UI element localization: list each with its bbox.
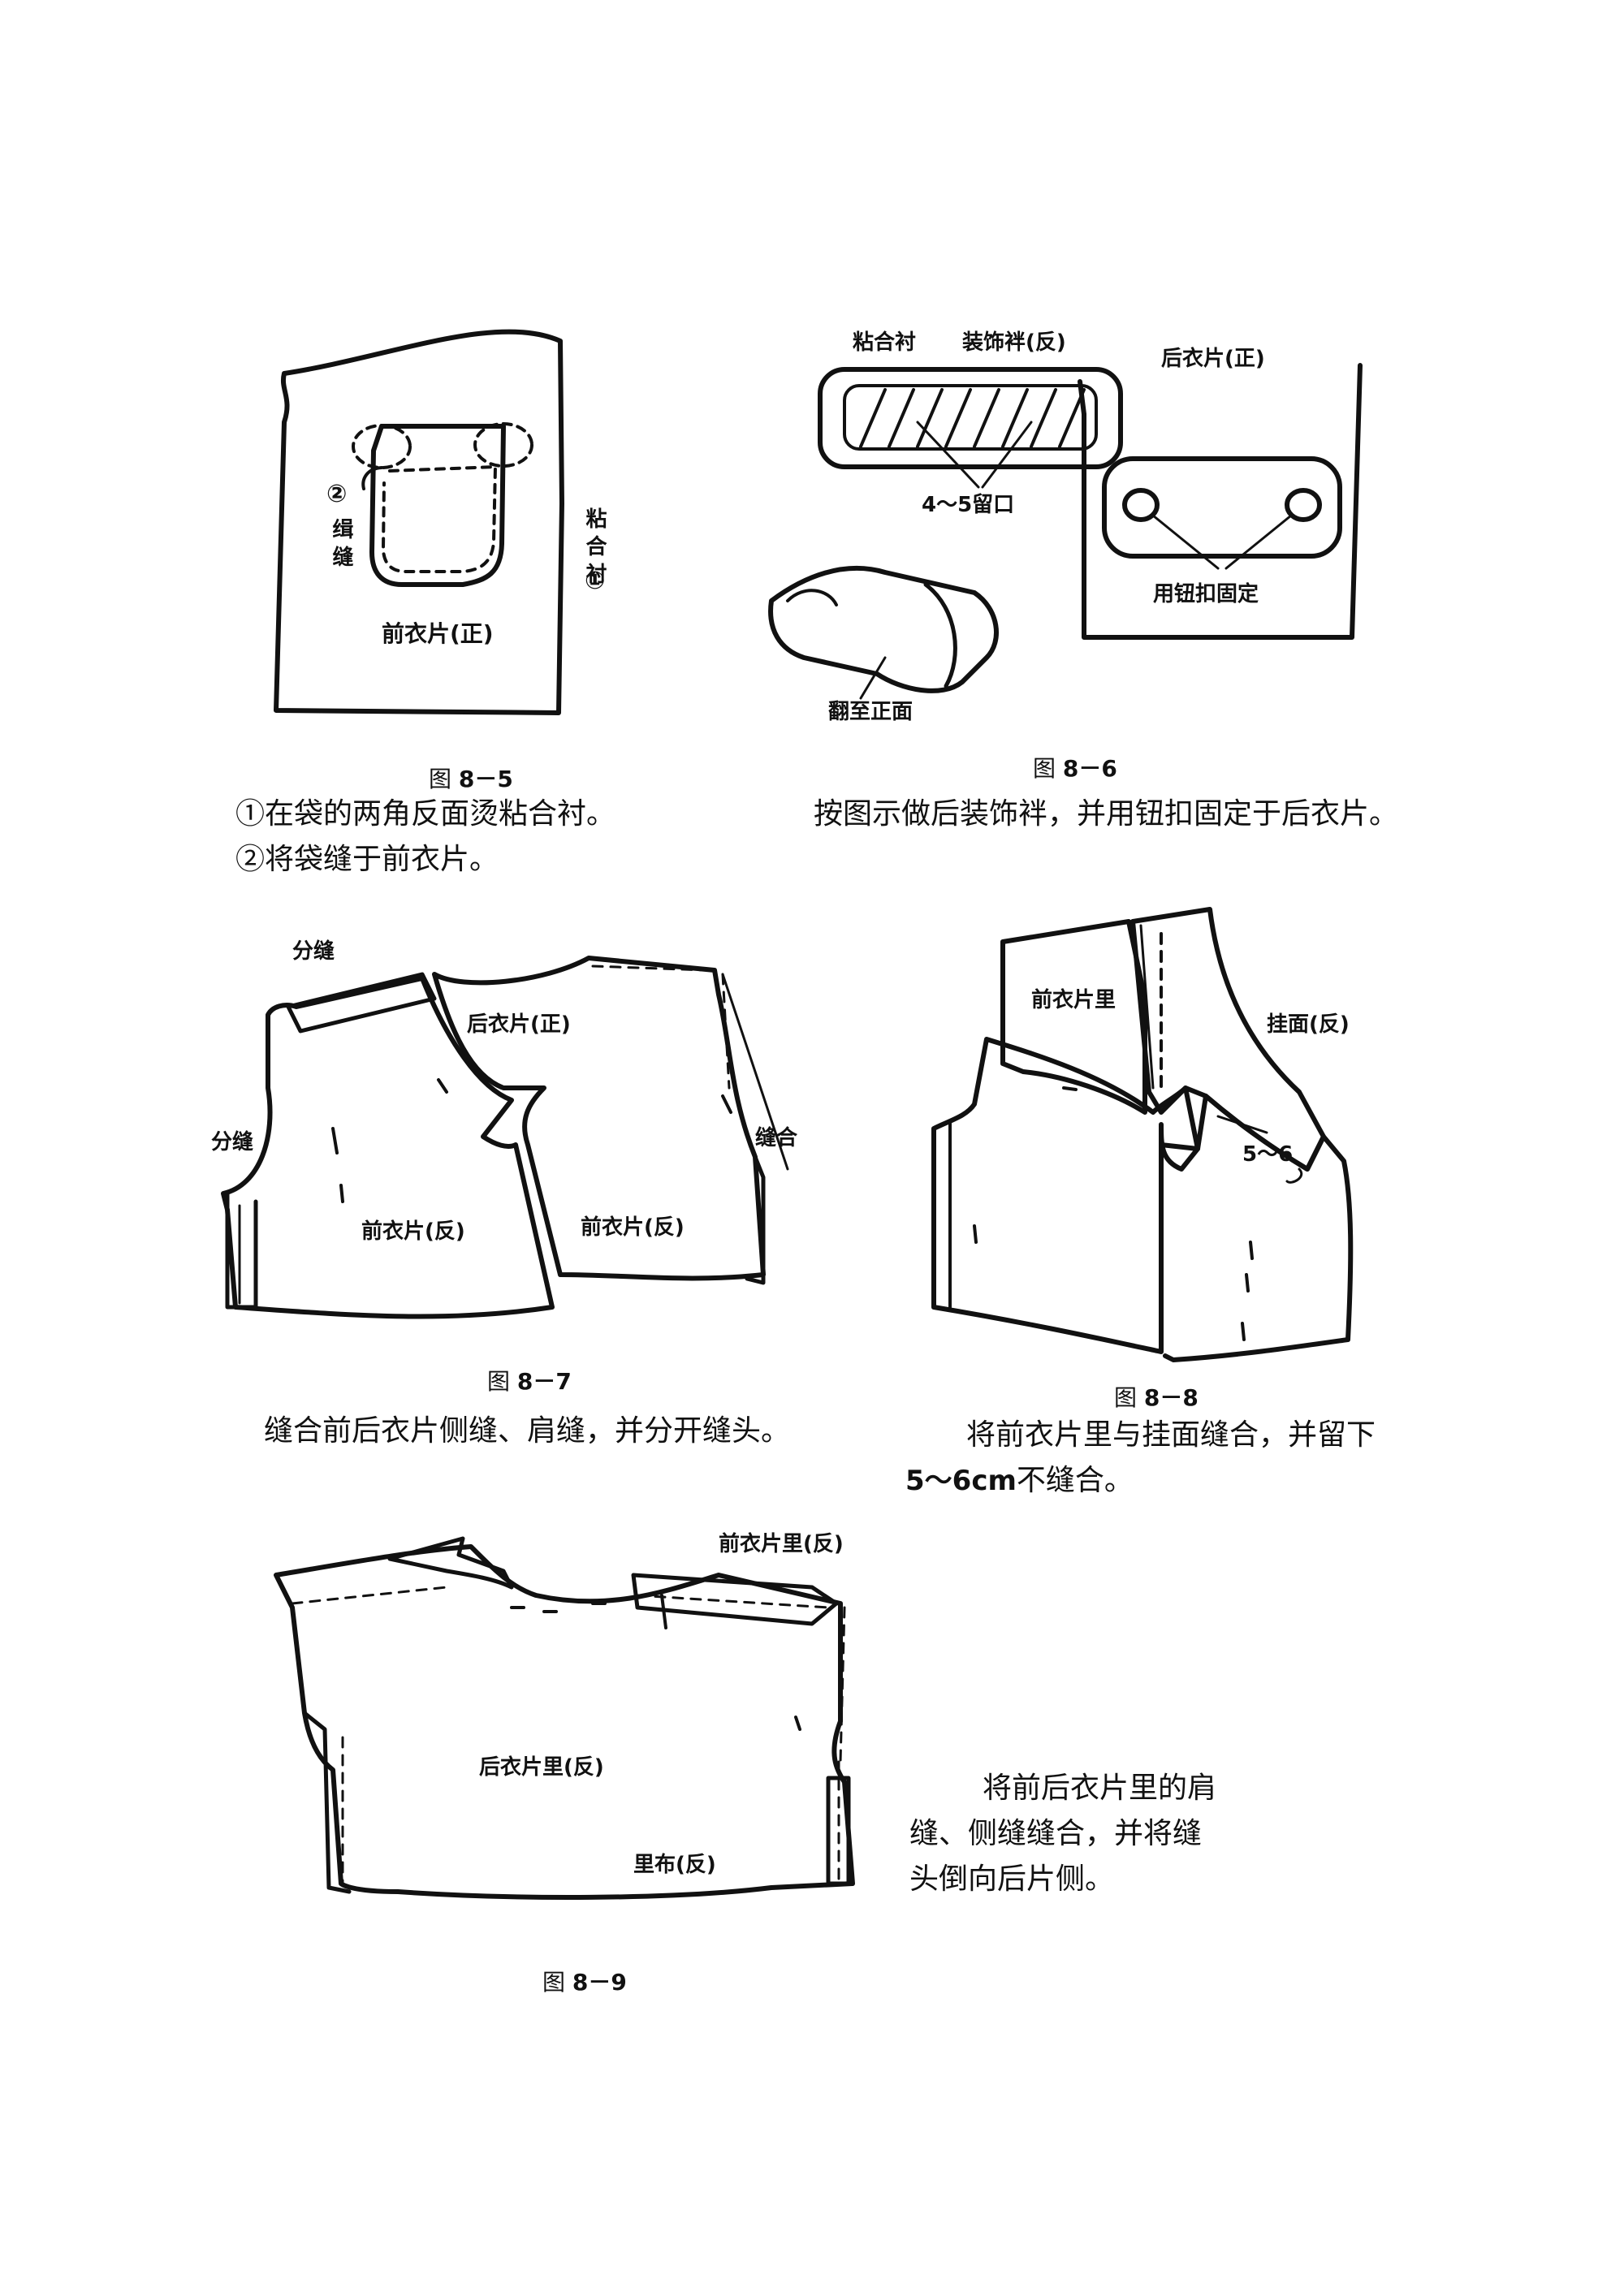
note-figure-8-8: 将前衣片里与挂面缝合，并留下 5～6cm不缝合。 <box>905 1413 1376 1504</box>
caption-figure-8-9: 图 8－9 <box>542 1965 627 1997</box>
label-front-lining: 前衣片里 <box>1031 987 1116 1012</box>
front-panel-outline <box>274 329 564 715</box>
label-interfacing: 粘合衬 <box>582 507 607 590</box>
button-left-icon <box>1122 488 1160 522</box>
label-front-lining: 前衣片里(反) <box>719 1531 844 1556</box>
note-line: 头倒向后片侧。 <box>909 1862 1115 1896</box>
label-interfacing-num: ① <box>585 567 605 595</box>
label-interfacing: 粘合衬 <box>853 330 916 355</box>
left-front-panel <box>221 976 555 1319</box>
caption-figure-8-5: 图 8－5 <box>429 762 513 794</box>
caption-number: 8－9 <box>572 1969 627 1996</box>
caption-figure-8-8: 图 8－8 <box>1114 1380 1199 1413</box>
back-tab <box>1102 456 1342 559</box>
tab-outer <box>818 367 1123 469</box>
label-press-open-top: 分缝 <box>292 939 335 964</box>
tab-inner <box>843 384 1098 451</box>
left-shoulder-strip <box>286 972 437 1034</box>
caption-number: 8－6 <box>1062 755 1117 782</box>
note-line: 按图示做后装饰袢，并用钮扣固定于后衣片。 <box>814 797 1399 831</box>
note-rest: 不缝合。 <box>1016 1464 1134 1497</box>
label-back-panel: 后衣片(正) <box>1161 346 1265 371</box>
caption-number: 8－8 <box>1143 1384 1199 1411</box>
note-figure-8-9: 将前后衣片里的肩 缝、侧缝缝合，并将缝 头倒向后片侧。 <box>909 1766 1216 1902</box>
note-figure-8-6: 按图示做后装饰袢，并用钮扣固定于后衣片。 <box>814 792 1398 837</box>
label-back-lining: 后衣片里(反) <box>479 1754 604 1780</box>
label-turn-right-side: 翻至正面 <box>828 700 913 724</box>
turning-tab <box>768 565 999 693</box>
note-figure-8-7: 缝合前后衣片侧缝、肩缝，并分开缝头。 <box>264 1409 790 1454</box>
label-gap: 5～6 <box>1242 1142 1293 1167</box>
left-side-strip <box>225 1191 258 1310</box>
back-lining-panel <box>274 1544 855 1900</box>
caption-number: 8－7 <box>516 1368 572 1395</box>
note-line: ①在袋的两角反面烫粘合衬。 <box>235 797 616 831</box>
caption-figure-8-7: 图 8－7 <box>487 1364 572 1396</box>
note-line: 将前后衣片里的肩 <box>983 1772 1217 1805</box>
figure-8-6-tab-diagram: 粘合衬 装饰袢(反) 4～5留口 后衣片(正) 用钮扣固定 翻至正面 <box>768 330 1363 724</box>
figure-8-8-facing-diagram: 前衣片里 挂面(反) 5～6 <box>931 907 1354 1362</box>
pocket-inner-stitch <box>382 465 497 573</box>
caption-prefix: 图 <box>1033 755 1056 782</box>
caption-prefix: 图 <box>542 1969 566 1996</box>
label-front-right: 前衣片(反) <box>581 1215 685 1240</box>
note-line: 将前衣片里与挂面缝合，并留下 <box>966 1418 1376 1452</box>
caption-prefix: 图 <box>487 1368 511 1395</box>
front-panel-right <box>1159 1094 1354 1362</box>
label-tab-reverse: 装饰袢(反) <box>962 330 1066 355</box>
right-shoulder-flap <box>631 1573 839 1626</box>
figure-8-5-pocket-diagram: 粘合衬 ① ② 缉缝 前衣片(正) <box>274 329 607 715</box>
pocket-outline <box>369 424 506 587</box>
right-side-strip <box>826 1776 851 1886</box>
corner-interfacing-right <box>473 422 533 468</box>
label-front-left: 前衣片(反) <box>361 1219 465 1244</box>
note-line: 缝、侧缝缝合，并将缝 <box>909 1817 1203 1850</box>
note-line: ②将袋缝于前衣片。 <box>235 843 499 876</box>
right-side-strip <box>745 1154 766 1285</box>
caption-number: 8－5 <box>458 766 513 792</box>
label-facing: 挂面(反) <box>1267 1012 1350 1037</box>
label-seam: 缝合 <box>755 1125 798 1150</box>
label-press-open-side: 分缝 <box>211 1129 253 1154</box>
back-panel <box>432 956 766 1281</box>
label-stitch: 缉缝 <box>329 518 353 573</box>
front-lining-panel <box>1000 919 1147 1115</box>
figure-8-7-side-seams-diagram: 分缝 分缝 后衣片(正) 缝合 前衣片(反) 前衣片(反) <box>211 939 798 1319</box>
label-button-fix: 用钮扣固定 <box>1153 581 1259 606</box>
label-opening: 4～5留口 <box>922 493 1014 517</box>
left-shoulder-flap <box>387 1536 514 1590</box>
caption-prefix: 图 <box>429 766 452 792</box>
note-line: 5～6cm不缝合。 <box>905 1458 1376 1504</box>
caption-figure-8-6: 图 8－6 <box>1033 751 1117 783</box>
label-stitch-num: ② <box>326 480 347 508</box>
caption-prefix: 图 <box>1114 1384 1138 1411</box>
note-figure-8-5: ①在袋的两角反面烫粘合衬。 ②将袋缝于前衣片。 <box>235 792 615 883</box>
back-panel-outline <box>1078 363 1363 640</box>
note-measure: 5～6cm <box>905 1465 1017 1497</box>
label-lining-fabric: 里布(反) <box>633 1853 716 1877</box>
left-side-strip <box>302 1711 352 1894</box>
button-right-icon <box>1285 488 1322 522</box>
front-panel-overlay <box>931 1037 1200 1354</box>
label-front-panel: 前衣片(正) <box>382 620 494 647</box>
tab-hatching <box>859 388 1086 448</box>
label-back-panel: 后衣片(正) <box>467 1012 571 1037</box>
figure-8-9-lining-diagram: 前衣片里(反) 后衣片里(反) 里布(反) <box>274 1531 855 1900</box>
note-line: 缝合前后衣片侧缝、肩缝，并分开缝头。 <box>264 1414 791 1448</box>
